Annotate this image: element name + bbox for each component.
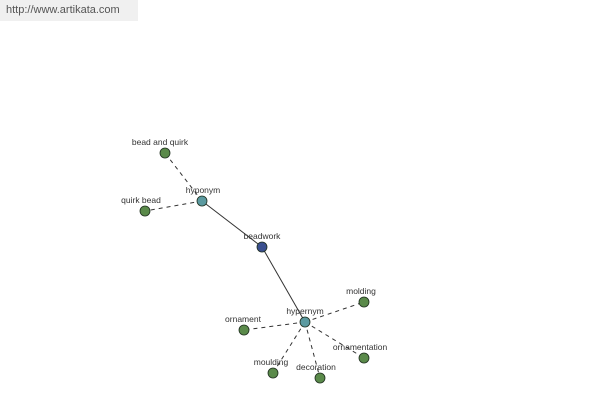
node-ornamentation[interactable]: [358, 352, 370, 364]
site-url[interactable]: http://www.artikata.com: [0, 0, 138, 21]
edge-hypernym-ornament: [243, 321, 306, 331]
edge-beadwork-hypernym: [261, 246, 306, 323]
node-ornament[interactable]: [238, 324, 250, 336]
edge-hyponym-quirk-bead: [144, 200, 203, 212]
node-quirk-bead[interactable]: [139, 205, 151, 217]
node-label-ornamentation[interactable]: ornamentation: [333, 342, 388, 352]
node-hyponym[interactable]: [196, 195, 208, 207]
node-beadwork[interactable]: [256, 241, 268, 253]
node-label-hyponym[interactable]: hyponym: [186, 185, 221, 195]
node-moulding[interactable]: [267, 367, 279, 379]
node-label-quirk-bead[interactable]: quirk bead: [121, 195, 161, 205]
node-label-ornament[interactable]: ornament: [225, 314, 262, 324]
edge-hypernym-decoration: [304, 321, 321, 379]
node-label-molding[interactable]: molding: [346, 286, 376, 296]
edge-hypernym-moulding: [272, 321, 306, 374]
node-molding[interactable]: [358, 296, 370, 308]
node-label-moulding[interactable]: moulding: [254, 357, 289, 367]
site-url-text: http://www.artikata.com: [6, 4, 120, 16]
edge-hypernym-ornamentation: [304, 321, 365, 359]
node-label-bead-and-quirk[interactable]: bead and quirk: [132, 137, 189, 147]
node-label-beadwork[interactable]: beadwork: [244, 231, 282, 241]
edge-beadwork-hyponym: [201, 200, 263, 248]
node-bead-and-quirk[interactable]: [159, 147, 171, 159]
edge-hypernym-molding: [304, 301, 365, 323]
node-decoration[interactable]: [314, 372, 326, 384]
node-label-hypernym[interactable]: hypernym: [286, 306, 323, 316]
node-label-decoration[interactable]: decoration: [296, 362, 336, 372]
edge-hyponym-bead-and-quirk: [164, 152, 203, 202]
node-hypernym[interactable]: [299, 316, 311, 328]
